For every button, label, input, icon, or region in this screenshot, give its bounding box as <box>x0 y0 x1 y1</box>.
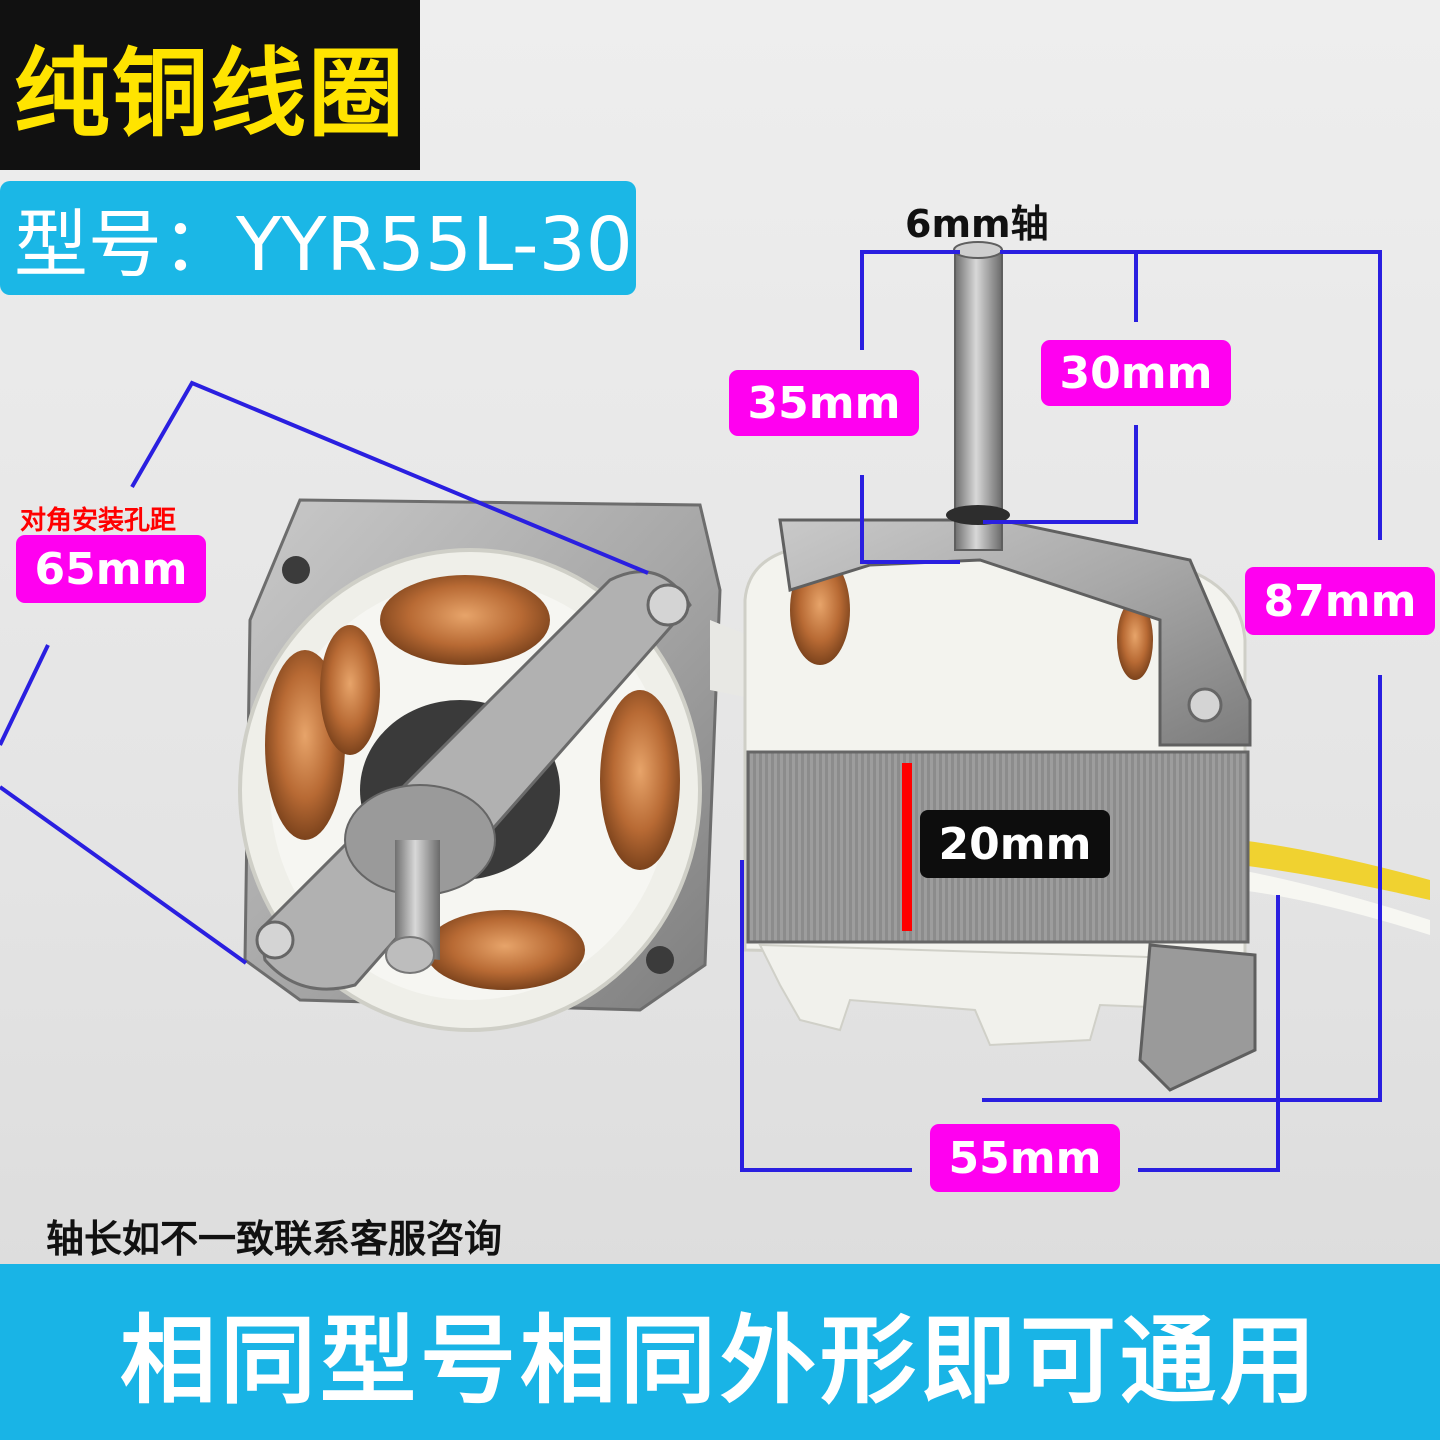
top-title-banner: 纯铜线圈 <box>0 0 420 170</box>
dimension-label-87mm: 87mm <box>1245 567 1435 635</box>
dimension-label-55mm: 55mm <box>930 1124 1120 1192</box>
dimension-lines <box>0 250 1382 1172</box>
left-motor <box>238 498 760 1032</box>
model-text: 型号：YYR55L-30 <box>14 201 633 288</box>
dimension-label-35mm: 35mm <box>729 370 919 436</box>
footer-text: 相同型号相同外形即可通用 <box>120 1304 1320 1417</box>
stack-height-marker <box>902 763 912 931</box>
shaft-length-disclaimer: 轴长如不一致联系客服咨询 <box>46 1217 503 1261</box>
dimension-label-20mm: 20mm <box>920 810 1110 878</box>
bottom-compatibility-banner: 相同型号相同外形即可通用 <box>0 1264 1440 1440</box>
dimension-label-30mm: 30mm <box>1041 340 1231 406</box>
model-badge: 型号：YYR55L-30 <box>0 181 636 295</box>
diagonal-hole-note: 对角安装孔距 <box>20 506 177 536</box>
banner-title: 纯铜线圈 <box>14 37 406 150</box>
shaft-diameter-label: 6mm轴 <box>905 202 1049 246</box>
dimension-label-65mm: 65mm <box>16 535 206 603</box>
